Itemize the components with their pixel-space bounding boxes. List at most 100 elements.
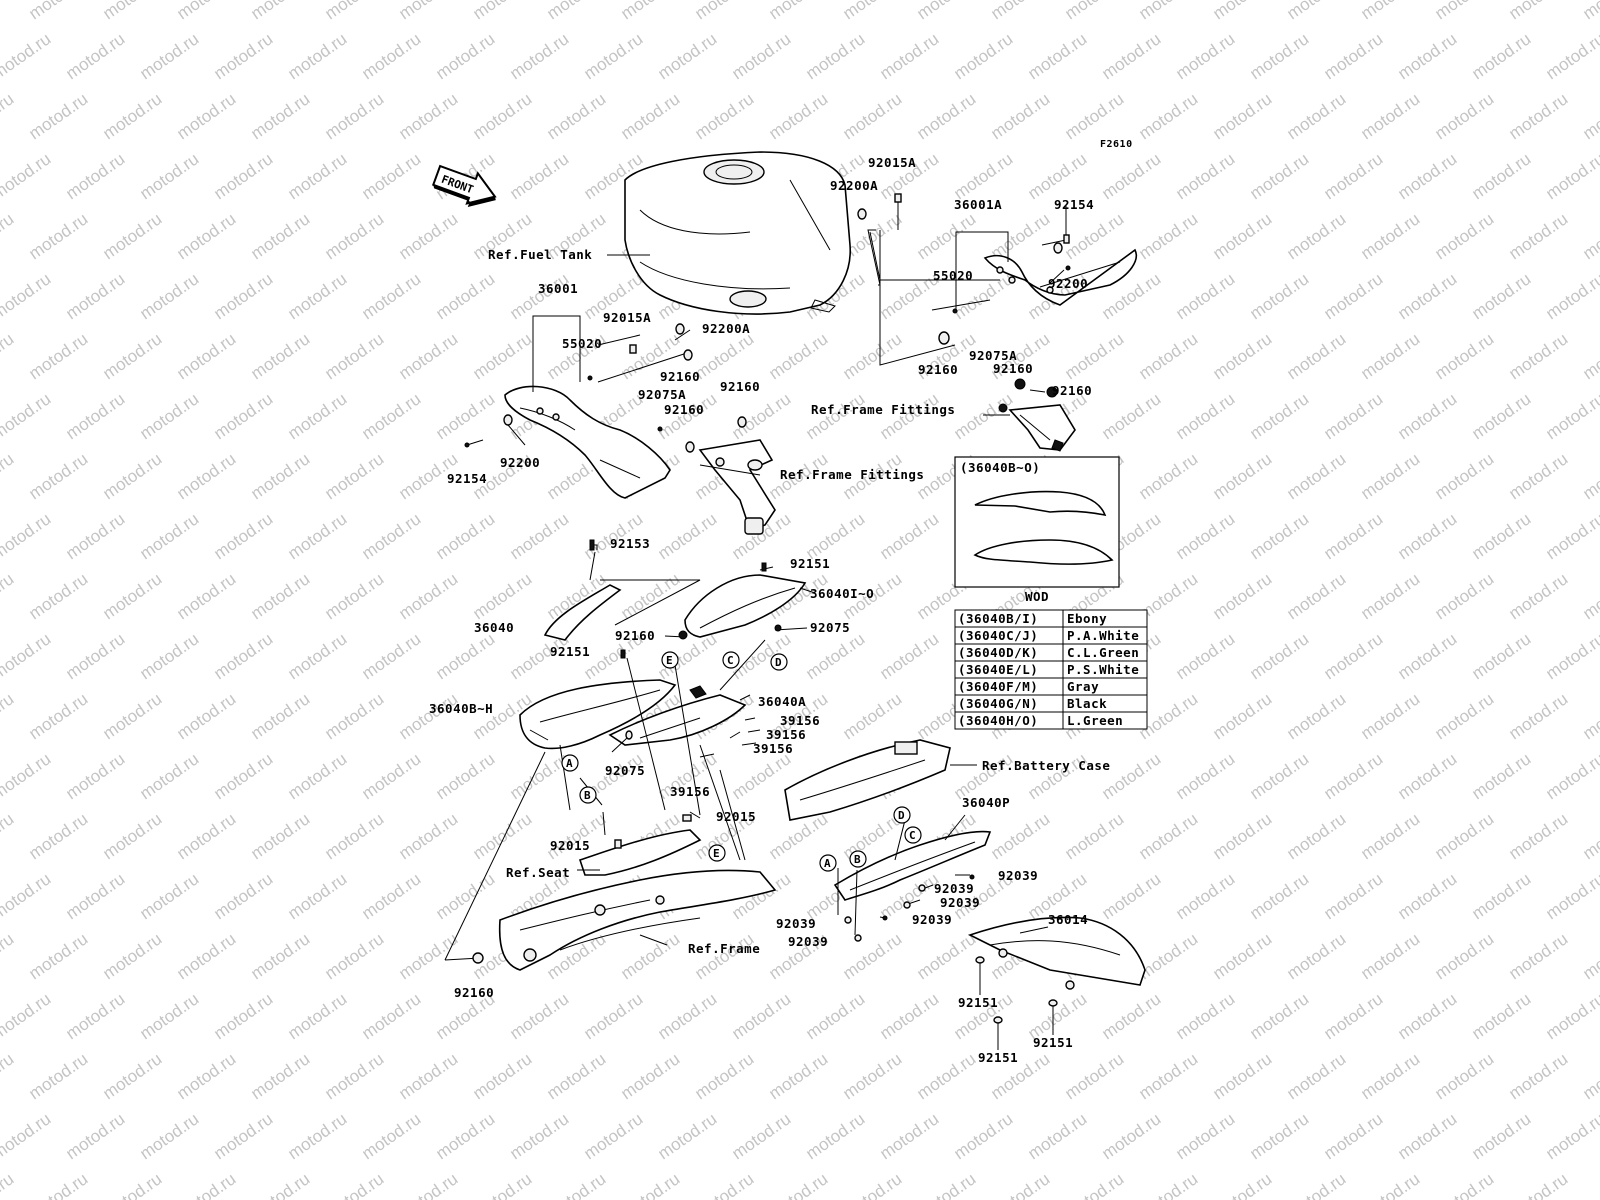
label-92015A-left: 92015A (603, 310, 651, 325)
watermark-text: motod.ru (1579, 569, 1600, 623)
watermark-text: motod.ru (1542, 1109, 1600, 1163)
left-frame-fitting-drawing (698, 439, 776, 535)
watermark-text: motod.ru (1135, 449, 1201, 503)
watermark-text: motod.ru (654, 509, 720, 563)
watermark-text: motod.ru (913, 1049, 979, 1103)
watermark-text: motod.ru (580, 1109, 646, 1163)
watermark-text: motod.ru (358, 509, 424, 563)
watermark-text: motod.ru (1579, 1049, 1600, 1103)
watermark-text: motod.ru (210, 989, 276, 1043)
watermark-text: motod.ru (0, 449, 17, 503)
label-92039-b: 92039 (934, 881, 974, 896)
watermark-text: motod.ru (321, 1169, 387, 1200)
watermark-text: motod.ru (1431, 209, 1497, 263)
watermark-text: motod.ru (987, 1169, 1053, 1200)
callout-letter-e: E (666, 654, 673, 667)
watermark-text: motod.ru (1209, 689, 1275, 743)
label-92039-a: 92039 (998, 868, 1038, 883)
watermark-text: motod.ru (1061, 0, 1127, 23)
watermark-text: motod.ru (987, 809, 1053, 863)
watermark-text: motod.ru (506, 269, 572, 323)
watermark-text: motod.ru (1505, 89, 1571, 143)
fuel-tank-drawing (624, 151, 851, 315)
watermark-text: motod.ru (1098, 29, 1164, 83)
watermark-text: motod.ru (432, 1109, 498, 1163)
watermark-text: motod.ru (1505, 0, 1571, 23)
watermark-text: motod.ru (0, 0, 17, 23)
label-92151-a: 92151 (790, 556, 830, 571)
callout-circle-a (819, 854, 837, 872)
watermark-text: motod.ru (1579, 0, 1600, 23)
watermark-text: motod.ru (1394, 149, 1460, 203)
watermark-text: motod.ru (432, 389, 498, 443)
watermark-text: motod.ru (284, 989, 350, 1043)
label-92200A-left: 92200A (702, 321, 750, 336)
watermark-text: motod.ru (1357, 689, 1423, 743)
watermark-text: motod.ru (1209, 929, 1275, 983)
watermark-text: motod.ru (284, 149, 350, 203)
watermark-text: motod.ru (913, 209, 979, 263)
watermark-text: motod.ru (1172, 749, 1238, 803)
watermark-text: motod.ru (1320, 149, 1386, 203)
label-36001A: 36001A (954, 197, 1002, 212)
watermark-text: motod.ru (1505, 209, 1571, 263)
watermark-text: motod.ru (210, 869, 276, 923)
watermark-text: motod.ru (1061, 1169, 1127, 1200)
watermark-text: motod.ru (1246, 989, 1312, 1043)
watermark-text: motod.ru (543, 0, 609, 23)
watermark-text: motod.ru (1061, 1049, 1127, 1103)
watermark-text: motod.ru (1172, 29, 1238, 83)
watermark-text: motod.ru (136, 749, 202, 803)
label-92200-left: 92200 (500, 455, 540, 470)
label-39156-b: 39156 (766, 727, 806, 742)
watermark-text: motod.ru (395, 689, 461, 743)
label-92075-mid: 92075 (810, 620, 850, 635)
watermark-text: motod.ru (1098, 1109, 1164, 1163)
watermark-text: motod.ru (1468, 749, 1534, 803)
callout-circle-b (579, 786, 597, 804)
watermark-text: motod.ru (62, 629, 128, 683)
label-ref-frame: Ref.Frame (688, 941, 760, 956)
label-92151-c: 92151 (958, 995, 998, 1010)
watermark-text: motod.ru (284, 869, 350, 923)
watermark-text: motod.ru (284, 1109, 350, 1163)
watermark-text: motod.ru (1468, 149, 1534, 203)
watermark-text: motod.ru (432, 269, 498, 323)
color-table-code: (36040E/L) (958, 662, 1038, 677)
watermark-text: motod.ru (839, 0, 905, 23)
watermark-text: motod.ru (1542, 149, 1600, 203)
watermark-text: motod.ru (247, 89, 313, 143)
watermark-text: motod.ru (728, 989, 794, 1043)
label-92160-r3: 92160 (1052, 383, 1092, 398)
leader-lines (444, 195, 1067, 1050)
watermark-text: motod.ru (1135, 329, 1201, 383)
watermark-text: motod.ru (0, 869, 54, 923)
watermark-text: motod.ru (0, 809, 17, 863)
watermark-text: motod.ru (469, 569, 535, 623)
label-92039-e: 92039 (776, 916, 816, 931)
watermark-text: motod.ru (1135, 89, 1201, 143)
watermark-text: motod.ru (1061, 809, 1127, 863)
watermark-text: motod.ru (1579, 1169, 1600, 1200)
watermark-text: motod.ru (432, 869, 498, 923)
watermark-text: motod.ru (1505, 1169, 1571, 1200)
watermark-text: motod.ru (469, 1169, 535, 1200)
tail-side-cowl-drawing (519, 679, 677, 750)
watermark-text: motod.ru (136, 149, 202, 203)
watermark-text: motod.ru (1283, 449, 1349, 503)
callout-circle-c (722, 651, 740, 669)
callout-circle-a (561, 754, 579, 772)
watermark-text: motod.ru (987, 89, 1053, 143)
watermark-text: motod.ru (765, 1169, 831, 1200)
label-ref-fuel-tank: Ref.Fuel Tank (488, 247, 592, 262)
watermark-text: motod.ru (617, 569, 683, 623)
watermark-text: motod.ru (802, 629, 868, 683)
watermark-text: motod.ru (1246, 629, 1312, 683)
callout-circle-d (770, 653, 788, 671)
watermark-text: motod.ru (506, 989, 572, 1043)
watermark-text: motod.ru (913, 929, 979, 983)
watermark-text: motod.ru (1579, 89, 1600, 143)
watermark-text: motod.ru (802, 29, 868, 83)
watermark-text: motod.ru (210, 29, 276, 83)
watermark-text: motod.ru (395, 209, 461, 263)
